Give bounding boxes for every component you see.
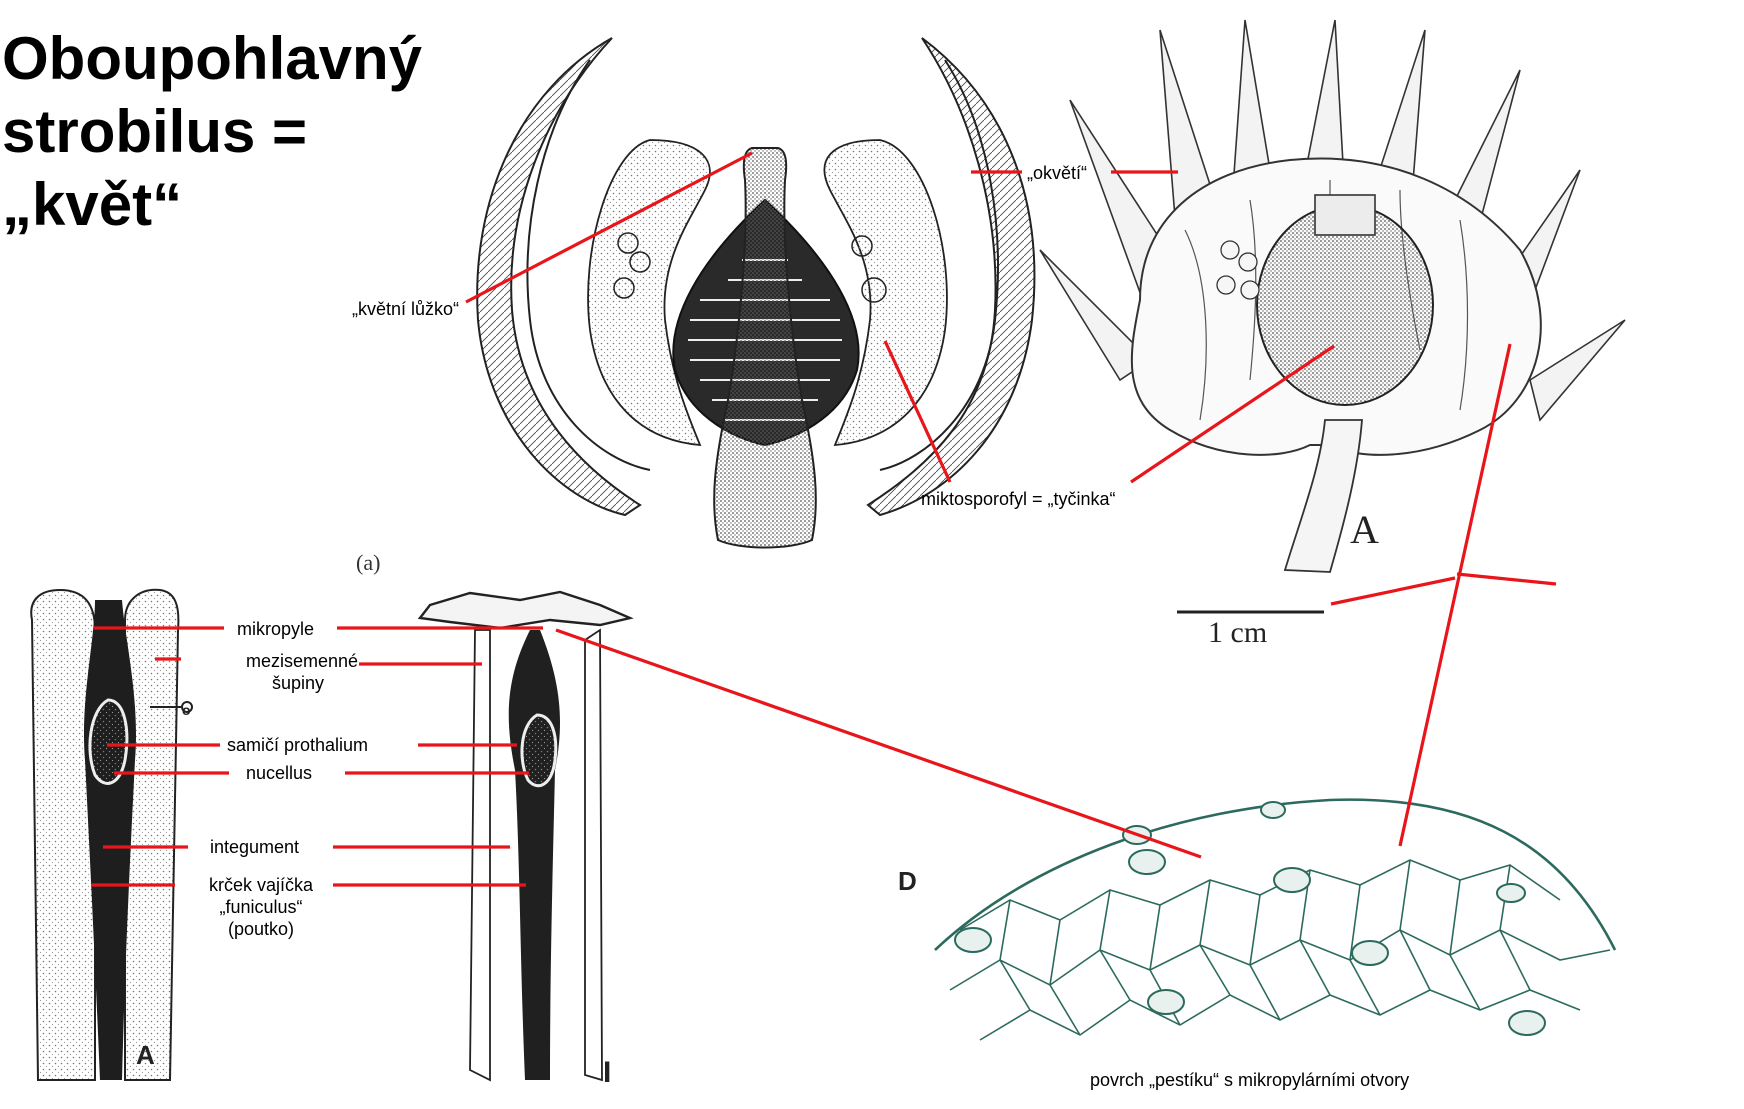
scale-bar-label: 1 cm xyxy=(1208,616,1267,649)
figure-a-label: (a) xyxy=(356,550,380,575)
ovulate-surface-figure-D xyxy=(935,800,1615,1040)
label-mezisemenne-line-2: šupiny xyxy=(246,672,350,694)
figure-A-bottom-label: A xyxy=(136,1040,155,1070)
label-samici-prothalium: samičí prothalium xyxy=(227,734,368,756)
label-mikropyle: mikropyle xyxy=(237,618,314,640)
label-povrch-pestiku: povrch „pestíku“ s mikropylárními otvory xyxy=(1090,1069,1409,1091)
label-okveti: „okvětí“ xyxy=(1027,162,1087,184)
label-mezisemenne-supiny: mezisemenné šupiny xyxy=(246,650,350,694)
label-miktosporofyl: miktosporofyl = „tyčinka“ xyxy=(921,488,1116,510)
figure-D-label: D xyxy=(898,866,917,896)
label-nucellus: nucellus xyxy=(246,762,312,784)
label-krcek-line-2: „funiculus“ xyxy=(185,896,337,918)
label-kvetni-luzko: „květní lůžko“ xyxy=(352,298,459,320)
label-krcek-line-3: (poutko) xyxy=(185,918,337,940)
strobilus-section-figure xyxy=(477,38,1034,548)
figure-I-label: I xyxy=(603,1056,611,1089)
figure-A-top-label: A xyxy=(1350,507,1379,552)
ovule-section-figure-A xyxy=(31,590,192,1080)
label-mezisemenne-line-1: mezisemenné xyxy=(246,650,350,672)
label-integument: integument xyxy=(210,836,299,858)
label-krcek-line-1: krček vajíčka xyxy=(185,874,337,896)
label-krcek-vajicka: krček vajíčka „funiculus“ (poutko) xyxy=(185,874,337,940)
figure-o-label: o xyxy=(182,702,191,718)
strobilus-habit-figure xyxy=(1040,20,1625,572)
